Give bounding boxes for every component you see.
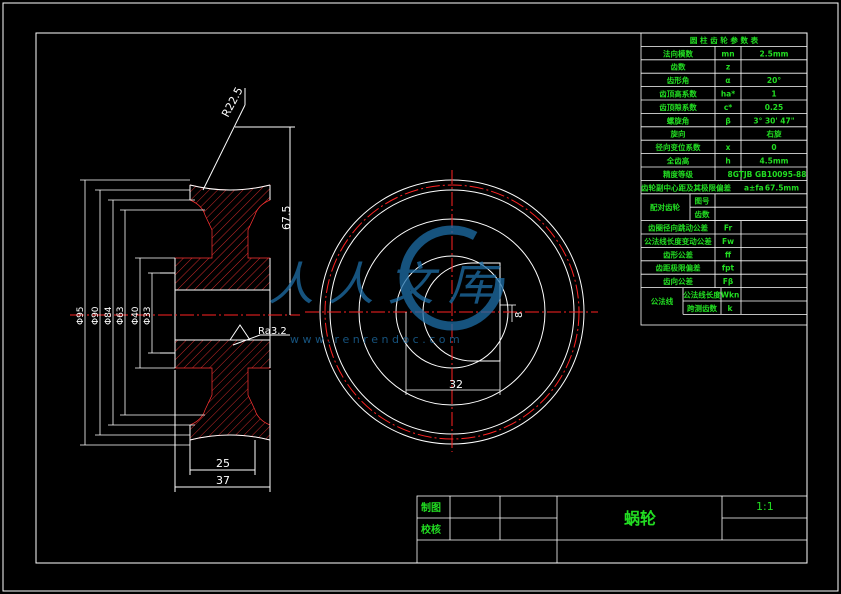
table-row-value: 20° <box>767 76 781 85</box>
tolerance-row-symbol: ff <box>725 250 732 259</box>
mating-label: 配对齿轮 <box>650 202 680 212</box>
width-inner-label: 25 <box>216 457 230 470</box>
title-block <box>416 495 808 564</box>
normal-line-label: 公法线 <box>651 296 674 306</box>
table-row-name: 全齿高 <box>666 156 690 166</box>
table-row-name: 径向变位系数 <box>656 142 701 152</box>
tolerance-row-name: 公法线长度变动公差 <box>644 236 712 246</box>
params-table <box>640 32 808 326</box>
section-view <box>70 88 300 492</box>
tolerance-row-symbol: Fβ <box>723 277 734 286</box>
tolerance-row-name: 齿圈径向跳动公差 <box>648 223 708 233</box>
center-distance-label: 67.5 <box>280 206 293 231</box>
tolerance-row-symbol: Fw <box>722 237 734 246</box>
table-header: 圆 柱 齿 轮 参 数 表 <box>690 35 759 45</box>
diameter-label-33: Φ33 <box>143 306 153 325</box>
watermark-logo-ring <box>399 225 505 331</box>
diameter-label-95: Φ95 <box>76 306 86 325</box>
table-row-symbol: mn <box>721 49 734 58</box>
diameter-label-90: Φ90 <box>91 306 101 325</box>
table-row-name: 精度等级 <box>663 169 693 179</box>
table-row-value: 8GTJB GB10095-88 <box>728 170 807 179</box>
table-row-value: 0 <box>771 143 776 152</box>
table-row-value: 2.5mm <box>760 49 789 58</box>
table-row-symbol: h <box>725 157 730 166</box>
diameter-label-84: Φ84 <box>104 306 114 325</box>
tolerance-row-name: 齿距极限偏差 <box>656 263 701 273</box>
scale-label: 1:1 <box>756 500 774 513</box>
normal-line-row-symbol: k <box>728 304 734 313</box>
table-row-name: 齿顶高系数 <box>659 89 697 99</box>
table-row-name: 螺旋角 <box>667 115 690 125</box>
normal-line-row-symbol: Wkn <box>721 291 740 300</box>
table-row-value: 右旋 <box>766 129 782 139</box>
table-row-symbol: c* <box>724 103 732 112</box>
table-row-symbol: z <box>726 63 730 72</box>
table-row-value: 67.5mm <box>765 183 799 192</box>
table-row-value: 4.5mm <box>760 157 789 166</box>
checked-label: 校核 <box>421 523 441 536</box>
tolerance-row-name: 齿形公差 <box>663 249 693 259</box>
table-row-value: 1 <box>771 90 776 99</box>
hatch-regions <box>174 184 271 441</box>
table-row-symbol: β <box>725 116 731 125</box>
tolerance-row-symbol: fpt <box>722 264 735 273</box>
table-row-name: 齿形角 <box>667 75 690 85</box>
watermark: 人人文库 w w w . r e n r e n d o c . c o m <box>268 225 508 346</box>
keyway-width-label: 32 <box>449 378 463 391</box>
tolerance-row-symbol: Fr <box>724 224 733 233</box>
keyway-depth-label: 8 <box>514 312 525 318</box>
width-outer-label: 37 <box>216 474 230 487</box>
table-row-symbol: ha* <box>721 90 735 99</box>
roughness-label: Ra3.2 <box>258 326 287 337</box>
mating-row-label: 图号 <box>695 197 710 206</box>
table-row-value: 3° 30' 47" <box>753 116 794 125</box>
mating-row-label: 齿数 <box>695 209 710 219</box>
table-row-value: 0.25 <box>765 103 784 112</box>
watermark-text: 人人文库 <box>268 257 508 311</box>
diameter-label-40: Φ40 <box>131 306 141 325</box>
radius-label: R22.5 <box>219 85 246 119</box>
table-row-symbol: α <box>725 76 730 85</box>
table-row-name: 齿数 <box>671 62 686 72</box>
part-name: 蜗轮 <box>624 509 656 528</box>
table-row-name: 旋向 <box>670 129 686 139</box>
table-row-symbol: a±fa <box>744 183 764 192</box>
drawn-label: 制图 <box>421 501 441 514</box>
front-view <box>305 170 598 452</box>
normal-line-row-name: 公法线长度 <box>683 290 721 300</box>
diameter-label-63: Φ63 <box>116 306 126 325</box>
table-row-name: 齿顶隙系数 <box>659 102 697 112</box>
tolerance-row-name: 齿向公差 <box>663 276 693 286</box>
table-row-symbol: x <box>726 143 731 152</box>
normal-line-row-name: 跨测齿数 <box>687 303 717 313</box>
table-row-name: 法向模数 <box>663 48 693 58</box>
table-row-name: 齿轮副中心距及其极限偏差 <box>641 182 731 192</box>
watermark-url: w w w . r e n r e n d o c . c o m <box>290 333 460 346</box>
